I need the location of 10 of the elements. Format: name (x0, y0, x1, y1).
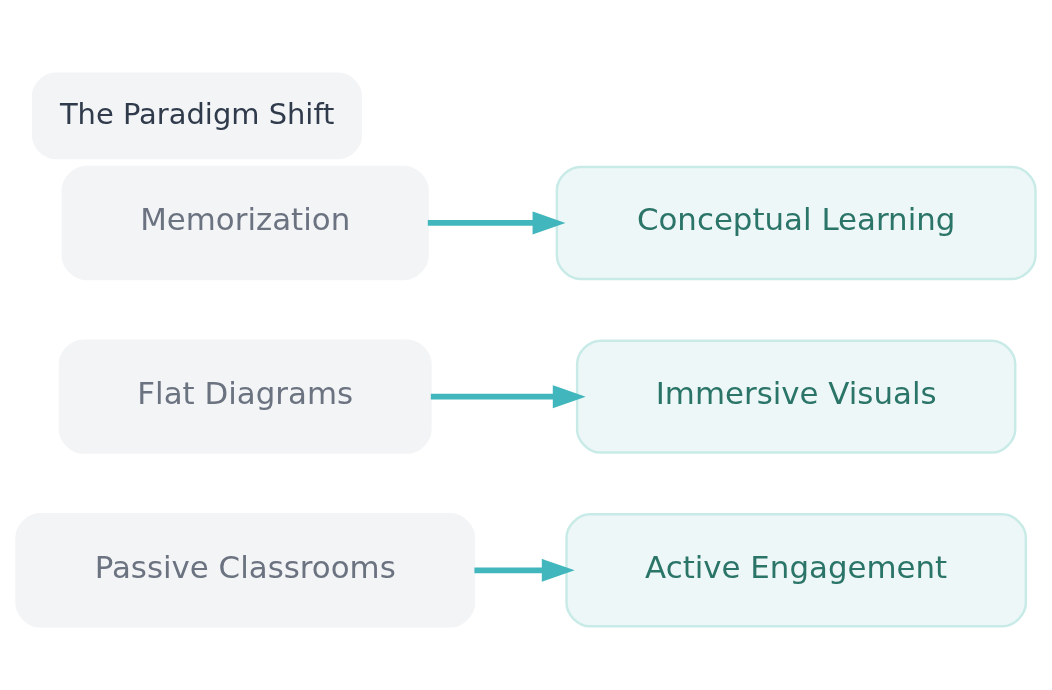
node-box: Flat Diagrams (58, 338, 432, 454)
node-box: Active Engagement (565, 512, 1028, 628)
arrow (427, 210, 566, 234)
node-box: Passive Classrooms (15, 512, 476, 628)
diagram-title: The Paradigm Shift (59, 96, 335, 131)
node-box: Immersive Visuals (575, 338, 1017, 454)
arrow (474, 558, 575, 582)
arrow (430, 384, 586, 408)
node-box: Memorization (61, 165, 429, 280)
node-box: Conceptual Learning (555, 165, 1037, 280)
